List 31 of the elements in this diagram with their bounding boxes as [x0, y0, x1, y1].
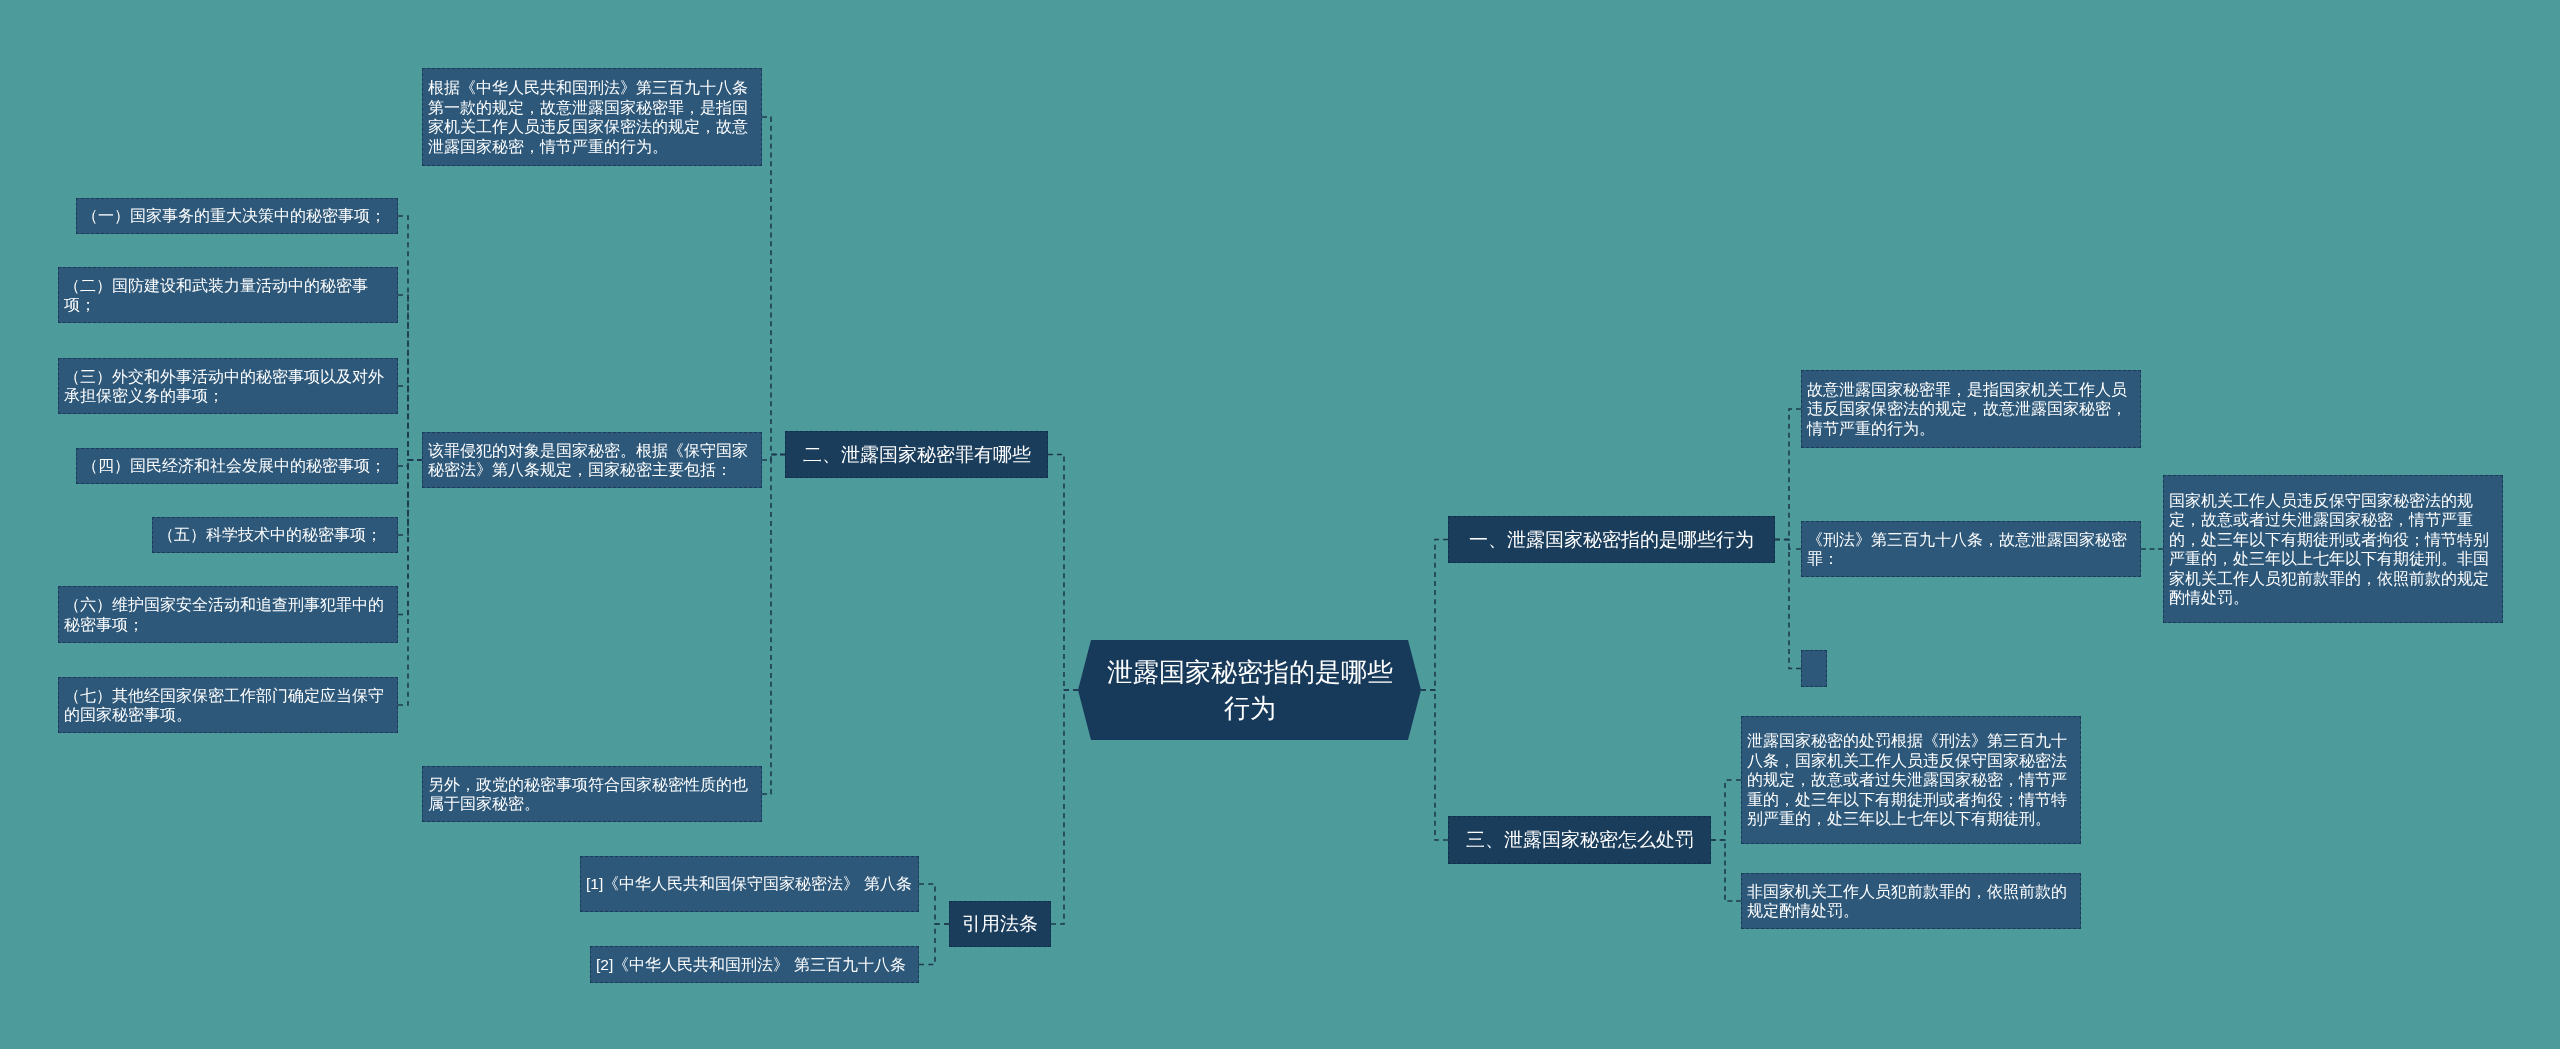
text-box: 国家机关工作人员违反保守国家秘密法的规定，故意或者过失泄露国家秘密，情节严重的，处三年以下有期徒刑或者拘役；情节特别严重的，处三年以上七年以下有期徒刑。非国家机关工作人员犯前款罪的，依照前款的规定酌情处罚。	[2163, 475, 2503, 623]
topic-box: 一、泄露国家秘密指的是哪些行为	[1448, 516, 1775, 563]
text-box: 故意泄露国家秘密罪，是指国家机关工作人员违反国家保密法的规定，故意泄露国家秘密，情节严重的行为。	[1801, 370, 2141, 448]
text-box: 另外，政党的秘密事项符合国家秘密性质的也属于国家秘密。	[422, 766, 762, 822]
text-box: 非国家机关工作人员犯前款罪的，依照前款的规定酌情处罚。	[1741, 873, 2081, 929]
connector-line	[2140, 548, 2164, 550]
connector-line	[918, 923, 950, 966]
text-box: [2]《中华人民共和国刑法》 第三百九十八条	[590, 946, 919, 983]
text-box: （六）维护国家安全活动和追查刑事犯罪中的秘密事项；	[58, 586, 398, 643]
connector-line	[1050, 689, 1079, 925]
connector-line	[1710, 839, 1742, 902]
text-box: 该罪侵犯的对象是国家秘密。根据《保守国家秘密法》第八条规定，国家秘密主要包括：	[422, 432, 762, 488]
text-box: 泄露国家秘密的处罚根据《刑法》第三百九十八条，国家机关工作人员违反保守国家秘密法的规定，故意或者过失泄露国家秘密，情节严重的，处三年以下有期徒刑或者拘役；情节特别严重的，处三年以上七年以下有期徒刑。	[1741, 716, 2081, 844]
connector-line	[1420, 689, 1449, 841]
text-box: [1]《中华人民共和国保守国家秘密法》 第八条	[580, 856, 919, 912]
text-box: （五）科学技术中的秘密事项；	[152, 517, 398, 553]
text-box: （三）外交和外事活动中的秘密事项以及对外承担保密义务的事项；	[58, 358, 398, 414]
text-box: （二）国防建设和武装力量活动中的秘密事项；	[58, 267, 398, 323]
topic-box: 三、泄露国家秘密怎么处罚	[1448, 816, 1711, 864]
topic-box: 引用法条	[949, 901, 1051, 947]
text-box: （一）国家事务的重大决策中的秘密事项；	[76, 198, 398, 234]
empty-box	[1801, 650, 1827, 687]
text-box: （四）国民经济和社会发展中的秘密事项；	[76, 448, 398, 484]
connector-line	[397, 459, 423, 706]
text-box: 根据《中华人民共和国刑法》第三百九十八条第一款的规定，故意泄露国家秘密罪，是指国家机关工作人员违反国家保密法的规定，故意泄露国家秘密，情节严重的行为。	[422, 68, 762, 166]
text-box: （七）其他经国家保密工作部门确定应当保守的国家秘密事项。	[58, 677, 398, 733]
topic-box: 二、泄露国家秘密罪有哪些	[785, 431, 1048, 478]
text-box: 《刑法》第三百九十八条，故意泄露国家秘密罪：	[1801, 521, 2141, 577]
connector-line	[761, 453, 786, 795]
connector-line	[1774, 538, 1802, 670]
hexagon-node: 泄露国家秘密指的是哪些行为	[1078, 640, 1421, 740]
